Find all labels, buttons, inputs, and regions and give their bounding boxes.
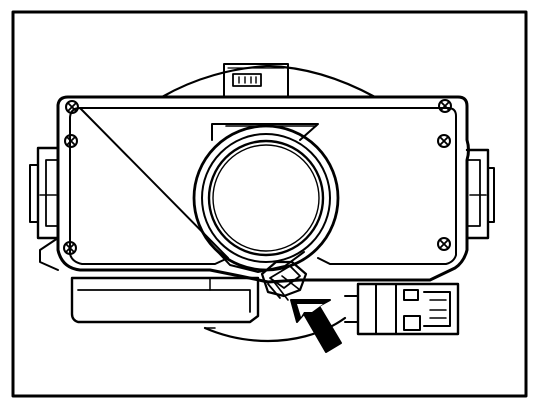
screw-mid-right <box>437 134 451 148</box>
center-ring-mid <box>201 133 331 263</box>
main-housing <box>56 95 470 284</box>
screw-top-right <box>438 99 452 113</box>
left-connector <box>36 146 60 240</box>
center-ring-innermost <box>212 144 320 252</box>
inner-panel <box>69 107 457 265</box>
left-connector-lip <box>29 164 39 223</box>
rotor-disc-top <box>160 64 377 99</box>
left-connector-foot <box>39 237 59 271</box>
screw-bottom-right <box>437 237 451 251</box>
connector-stub <box>344 295 359 323</box>
screw-mid-left <box>64 134 78 148</box>
hub-recess <box>211 123 319 141</box>
locking-clip <box>260 260 308 298</box>
bracket-inner <box>77 289 251 313</box>
lower-connector <box>356 282 460 336</box>
clip-inner <box>269 265 301 289</box>
right-connector-lip <box>487 167 495 223</box>
screw-top-left <box>65 100 79 114</box>
border-frame <box>11 10 528 398</box>
center-ring-inner <box>207 139 325 257</box>
lower-bracket <box>70 276 260 324</box>
pointer-arrow <box>290 299 342 353</box>
left-connector-inner <box>45 159 59 227</box>
center-ring-outer <box>192 124 340 272</box>
right-connector <box>465 148 490 240</box>
tab-window <box>232 73 262 87</box>
screw-bottom-left <box>63 241 77 255</box>
connector-housing-right <box>423 291 451 327</box>
connector-pin-block <box>403 315 421 331</box>
connector-latch <box>403 289 419 301</box>
right-connector-inner <box>466 159 481 227</box>
